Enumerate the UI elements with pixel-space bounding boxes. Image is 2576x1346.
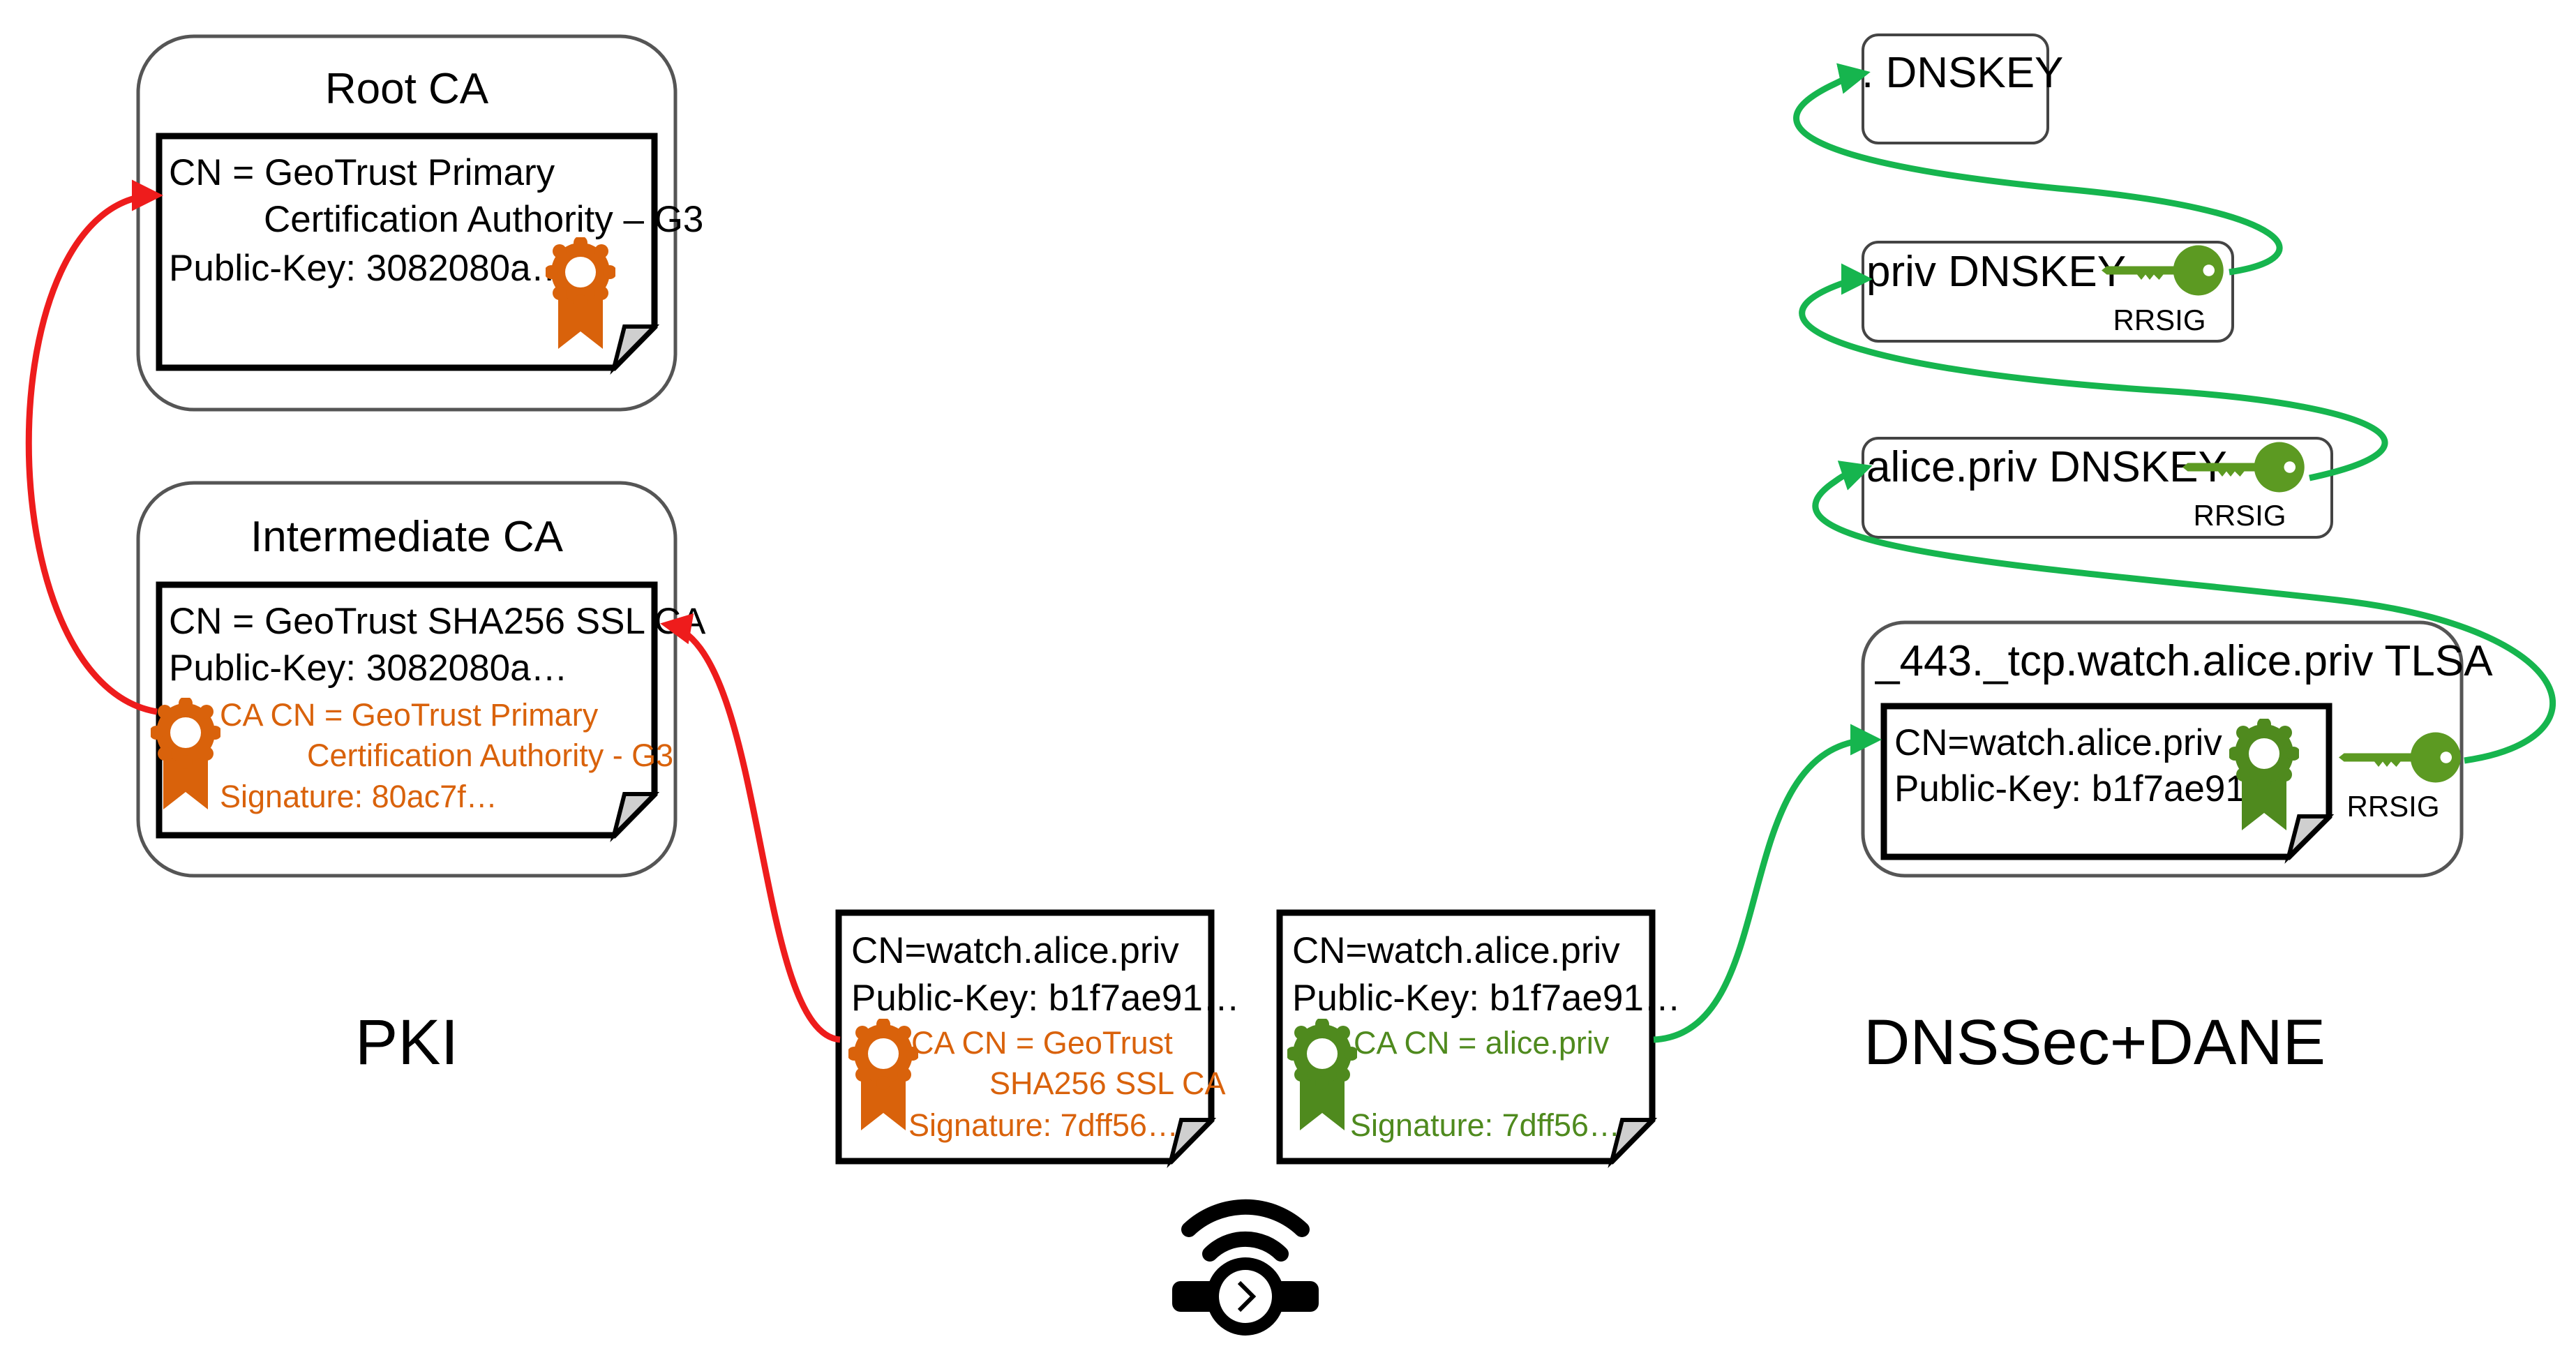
tlsa-certificate: CN=watch.alice.priv Public-Key: b1f7ae91… <box>1880 703 2335 864</box>
root-ca-public-key: Public-Key: 3082080a… <box>169 248 568 289</box>
alice-priv-rrsig-label: RRSIG <box>2193 499 2286 532</box>
pki-leaf-cn: CN=watch.alice.priv <box>851 930 1179 971</box>
pki-leaf-certificate: CN=watch.alice.priv Public-Key: b1f7ae91… <box>835 909 1240 1169</box>
dane-leaf-certificate: CN=watch.alice.priv Public-Key: b1f7ae91… <box>1276 909 1681 1169</box>
dnssec-arrow-tlsa-to-alice-priv <box>1812 461 2556 764</box>
intermediate-ca-signature: Signature: 80ac7f… <box>220 779 497 814</box>
tlsa-record-box: _443._tcp.watch.alice.priv TLSA CN=watch… <box>1861 620 2493 878</box>
priv-dnskey-label: priv DNSKEY <box>1866 248 2126 296</box>
intermediate-ca-public-key: Public-Key: 3082080a… <box>169 648 568 689</box>
intermediate-ca-title: Intermediate CA <box>250 513 564 561</box>
pki-chain-arrow-intermediate-to-root <box>25 179 163 715</box>
root-ca-cn-line2: Certification Authority – G3 <box>264 199 703 240</box>
dane-leaf-signature: Signature: 7dff56… <box>1350 1107 1620 1143</box>
root-ca-certificate: CN = GeoTrust Primary Certification Auth… <box>156 133 703 375</box>
intermediate-ca-issuer-line2: Certification Authority - G3 <box>307 738 673 773</box>
root-ca-cn-line1: CN = GeoTrust Primary <box>169 152 555 193</box>
pki-leaf-public-key: Public-Key: b1f7ae91… <box>851 978 1240 1019</box>
tlsa-cn: CN=watch.alice.priv <box>1894 722 2222 763</box>
dane-arrow-leaf-to-tlsa <box>1653 724 1882 1043</box>
tlsa-rrsig-label: RRSIG <box>2346 790 2439 823</box>
root-dnskey-label: . DNSKEY <box>1862 49 2063 97</box>
alice-priv-dnskey-label: alice.priv DNSKEY <box>1866 443 2227 491</box>
pki-leaf-issuer-line2: SHA256 SSL CA <box>989 1065 1226 1101</box>
intermediate-ca-issuer-line1: CA CN = GeoTrust Primary <box>220 697 599 733</box>
pki-leaf-signature: Signature: 7dff56… <box>908 1107 1178 1143</box>
pki-chain-arrow-leaf-to-intermediate <box>660 613 841 1043</box>
pki-section-label: PKI <box>355 1007 458 1078</box>
tlsa-record-title: _443._tcp.watch.alice.priv TLSA <box>1875 637 2493 685</box>
priv-dnskey-record: priv DNSKEY RRSIG <box>1862 241 2234 343</box>
root-dnskey-record: . DNSKEY <box>1862 33 2063 144</box>
intermediate-ca-certificate: CN = GeoTrust SHA256 SSL CA Public-Key: … <box>151 581 706 843</box>
dnssec-arrow-alice-priv-to-priv <box>1799 263 2388 481</box>
root-ca-box: Root CA CN = GeoTrust Primary Certificat… <box>136 34 703 412</box>
alice-priv-dnskey-record: alice.priv DNSKEY RRSIG <box>1862 437 2333 539</box>
dnssec-arrow-priv-to-root <box>1793 63 2283 276</box>
dnssec-dane-section-label: DNSSec+DANE <box>1864 1007 2326 1078</box>
dane-leaf-cn: CN=watch.alice.priv <box>1292 930 1620 971</box>
intermediate-ca-cn: CN = GeoTrust SHA256 SSL CA <box>169 601 706 642</box>
intermediate-ca-box: Intermediate CA CN = GeoTrust SHA256 SSL… <box>136 481 706 878</box>
smartwatch-wifi-icon <box>1172 1199 1319 1336</box>
priv-rrsig-label: RRSIG <box>2113 304 2206 336</box>
pki-leaf-issuer-line1: CA CN = GeoTrust <box>911 1025 1173 1061</box>
root-ca-title: Root CA <box>325 65 489 113</box>
dane-leaf-issuer: CA CN = alice.priv <box>1354 1025 1610 1061</box>
dane-leaf-public-key: Public-Key: b1f7ae91… <box>1292 978 1681 1019</box>
tlsa-public-key: Public-Key: b1f7ae91… <box>1894 768 2283 809</box>
